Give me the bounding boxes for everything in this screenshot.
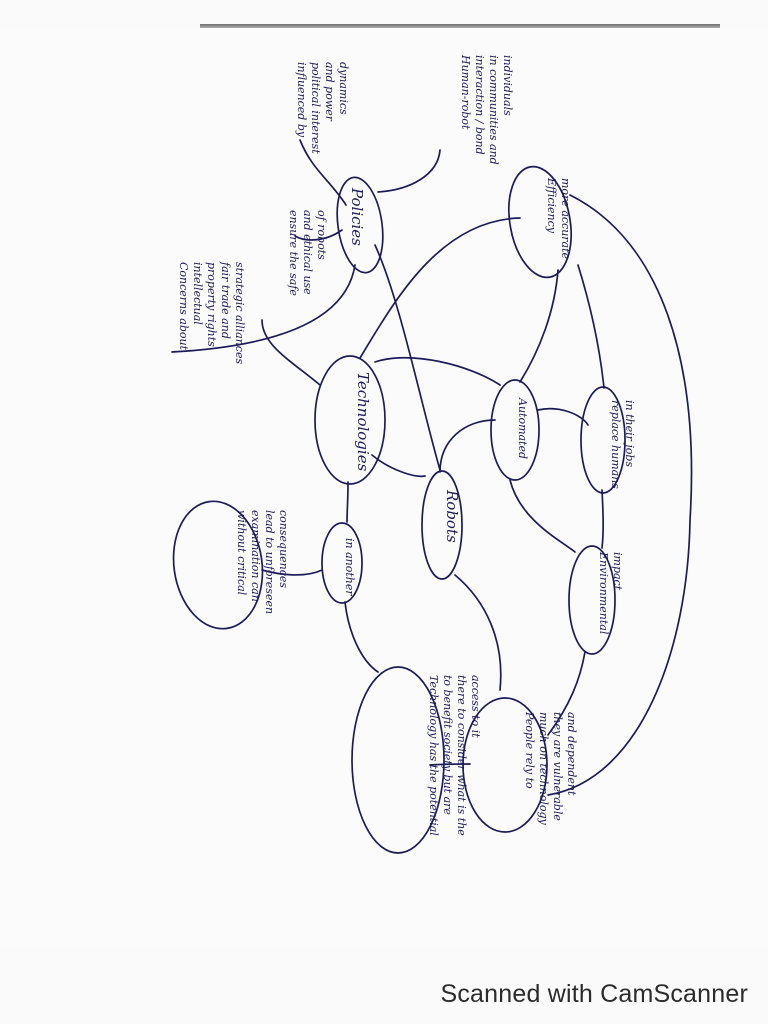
technology-potential-label: Technology has the potential to benefit … xyxy=(427,675,482,839)
policies-label: Policies xyxy=(348,187,366,246)
node-efficiency-ellipse xyxy=(508,165,572,279)
connector-lines xyxy=(171,139,693,796)
line-policies-influenced xyxy=(299,139,347,206)
technologies-label: Technologies xyxy=(354,372,372,472)
concept-map: Policies Human-robot interaction / bond … xyxy=(171,54,693,854)
paper-sheet xyxy=(0,28,768,948)
node-in-another-ellipse xyxy=(321,522,363,604)
line-technologies-automated xyxy=(374,356,501,386)
line-efficiency-replace xyxy=(577,264,605,389)
line-efficiency-people xyxy=(547,194,693,796)
replace-label: replace humans in their jobs xyxy=(609,400,636,492)
node-robots-ellipse xyxy=(421,470,463,580)
node-people-ellipse xyxy=(462,697,548,833)
automated-label: Automated xyxy=(516,397,529,459)
node-environmental-ellipse xyxy=(568,545,616,655)
ensure-label: ensure the safe and ethical use of robot… xyxy=(287,210,328,299)
line-automated-replace xyxy=(537,407,589,426)
line-automated-people xyxy=(509,479,576,553)
line-policies-robots xyxy=(374,244,441,471)
line-technology-potential-people xyxy=(429,763,471,766)
human-robot-label: Human-robot interaction / bond in commun… xyxy=(459,54,514,168)
efficiency-label: Efficiency more accurate xyxy=(545,177,572,260)
without-label: without critical examination can lead to… xyxy=(235,510,290,618)
node-technologies-ellipse xyxy=(314,355,386,485)
node-replace-ellipse xyxy=(580,386,626,494)
line-technologies-in-another xyxy=(346,481,349,523)
node-ellipses xyxy=(172,165,626,854)
line-ensure-technologies xyxy=(261,319,321,386)
people-rely-label: People rely to much on technology they a… xyxy=(523,711,578,828)
line-technologies-robots xyxy=(371,454,426,478)
node-labels: Policies Human-robot interaction / bond … xyxy=(177,54,636,839)
line-in-another-without xyxy=(261,569,323,576)
line-robots-people xyxy=(454,574,502,691)
line-in-another-technology-potential xyxy=(344,601,379,673)
line-policies-human-robot xyxy=(377,149,441,193)
line-policies-concerns xyxy=(171,264,356,353)
concerns-label: Concerns about intellectual property rig… xyxy=(177,261,246,364)
line-automated-robots xyxy=(439,419,496,473)
node-policies-ellipse xyxy=(336,176,384,274)
line-efficiency-technologies xyxy=(359,217,521,359)
in-another-label: in another xyxy=(343,538,356,596)
camscanner-watermark: Scanned with CamScanner xyxy=(440,980,748,1008)
robots-label: Robots xyxy=(443,489,461,543)
line-replace-environmental xyxy=(601,489,604,549)
paper-top-edge-shadow xyxy=(200,24,720,30)
node-automated-ellipse xyxy=(490,379,540,481)
environmental-label: Environmental impact xyxy=(597,551,624,638)
node-technology-potential-ellipse xyxy=(351,666,445,854)
line-efficiency-automated xyxy=(519,269,559,383)
influenced-label: influenced by political interest and pow… xyxy=(295,62,350,157)
line-policies-ensure xyxy=(294,229,343,241)
node-without-ellipse xyxy=(172,500,264,630)
line-environmental-people xyxy=(547,651,586,736)
